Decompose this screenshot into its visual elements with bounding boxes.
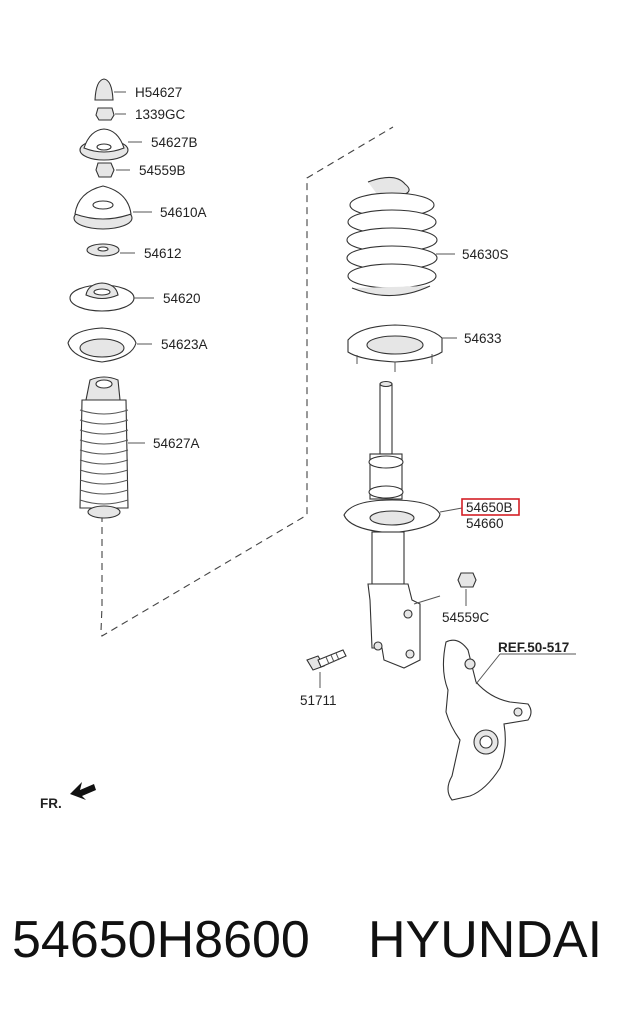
part-number: 54650H8600 bbox=[12, 911, 310, 969]
nut-54559b bbox=[95, 162, 130, 178]
washer-54612 bbox=[86, 243, 135, 257]
assembly-outline bbox=[100, 126, 394, 637]
label-54559b: 54559B bbox=[139, 163, 186, 178]
label-54612: 54612 bbox=[144, 246, 182, 261]
bearing-54620 bbox=[69, 282, 154, 312]
label-54630s: 54630S bbox=[462, 247, 509, 262]
boot-54627a bbox=[79, 376, 145, 519]
nut-54559c bbox=[413, 572, 477, 606]
strut-assembly-54650b bbox=[343, 380, 463, 669]
label-1339gc: 1339GC bbox=[135, 107, 186, 122]
label-front: FR. bbox=[40, 796, 62, 811]
brand-name: HYUNDAI bbox=[368, 911, 603, 969]
knuckle-ref-50-517 bbox=[442, 639, 576, 801]
label-54620: 54620 bbox=[163, 291, 201, 306]
cover-54627b bbox=[79, 128, 142, 161]
label-54610a: 54610A bbox=[160, 205, 207, 220]
label-ref-50-517: REF.50-517 bbox=[498, 640, 569, 655]
cap-h54627 bbox=[94, 78, 126, 101]
seat-54623a bbox=[67, 327, 152, 363]
caption: 54650H8600 HYUNDAI bbox=[12, 905, 612, 975]
label-54660: 54660 bbox=[466, 516, 504, 531]
highlight-box-54650b bbox=[461, 498, 520, 516]
label-54559c: 54559C bbox=[442, 610, 490, 625]
label-h54627: H54627 bbox=[135, 85, 182, 100]
insulator-54610a bbox=[73, 185, 152, 230]
front-arrow-icon bbox=[70, 782, 96, 800]
label-54633: 54633 bbox=[464, 331, 502, 346]
parts-diagram: H54627 1339GC 54627B 54559B 54610A 54612 bbox=[40, 78, 576, 811]
label-54627b: 54627B bbox=[151, 135, 198, 150]
pad-54633 bbox=[347, 324, 457, 372]
label-54627a: 54627A bbox=[153, 436, 200, 451]
label-54623a: 54623A bbox=[161, 337, 208, 352]
spring-54630s bbox=[346, 176, 455, 297]
nut-1339gc bbox=[95, 107, 126, 121]
bolt-51711 bbox=[306, 649, 347, 688]
label-54650b: 54650B bbox=[466, 500, 513, 515]
label-51711: 51711 bbox=[300, 693, 337, 708]
